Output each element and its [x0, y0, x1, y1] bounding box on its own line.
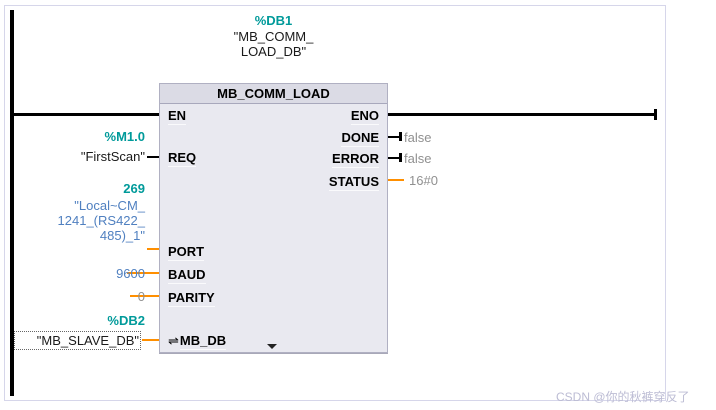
- port-operand-name-line2[interactable]: 1241_(RS422_: [57, 213, 145, 228]
- done-wire: [388, 136, 400, 138]
- error-wire-end: [399, 153, 402, 162]
- power-rail: [10, 10, 14, 396]
- pin-status: STATUS: [328, 174, 379, 191]
- instance-db-name-line2[interactable]: LOAD_DB": [240, 44, 307, 59]
- pin-en: EN: [168, 108, 187, 125]
- baud-operand-value[interactable]: 9600: [116, 266, 145, 281]
- port-wire: [147, 248, 159, 250]
- block-expand-arrow[interactable]: [267, 344, 277, 349]
- error-value[interactable]: false: [404, 151, 432, 166]
- instance-db-address[interactable]: %DB1: [254, 13, 293, 28]
- mbdb-operand-address[interactable]: %DB2: [107, 313, 145, 328]
- pin-done: DONE: [341, 130, 379, 147]
- pin-port: PORT: [168, 244, 205, 261]
- pin-parity: PARITY: [168, 290, 215, 307]
- port-operand-address[interactable]: 269: [123, 181, 145, 196]
- parity-operand-value[interactable]: 0: [137, 289, 145, 304]
- pin-mb-db: ⇌MB_DB: [168, 333, 227, 350]
- req-operand-address[interactable]: %M1.0: [104, 129, 145, 144]
- mbdb-wire: [142, 339, 159, 341]
- pin-eno: ENO: [350, 108, 379, 125]
- status-value[interactable]: 16#0: [409, 173, 438, 188]
- eno-wire: [388, 113, 655, 116]
- req-wire: [147, 156, 159, 158]
- req-operand-name[interactable]: "FirstScan": [80, 149, 145, 164]
- port-operand-name-line1[interactable]: "Local~CM_: [74, 198, 145, 213]
- done-value[interactable]: false: [404, 130, 432, 145]
- error-wire: [388, 157, 400, 159]
- baud-wire: [127, 272, 159, 274]
- pin-error: ERROR: [332, 151, 379, 168]
- pin-req: REQ: [168, 150, 197, 167]
- instance-db-name-line1[interactable]: "MB_COMM_: [233, 29, 314, 44]
- mb-comm-load-block[interactable]: MB_COMM_LOAD EN REQ PORT BAUD PARITY ⇌MB…: [159, 83, 388, 353]
- parity-wire: [130, 295, 159, 297]
- inout-icon: ⇌: [168, 333, 179, 348]
- en-wire: [12, 113, 159, 116]
- port-operand-name-line3[interactable]: 485)_1": [99, 228, 145, 243]
- done-wire-end: [399, 132, 402, 141]
- block-title[interactable]: MB_COMM_LOAD: [160, 84, 387, 104]
- status-wire: [388, 179, 404, 181]
- pin-baud: BAUD: [168, 267, 206, 284]
- csdn-watermark: CSDN @你的秋裤穿反了: [556, 390, 690, 404]
- network-frame: [4, 5, 666, 401]
- mbdb-operand-name-selected[interactable]: "MB_SLAVE_DB": [14, 331, 141, 350]
- eno-wire-end: [654, 109, 657, 120]
